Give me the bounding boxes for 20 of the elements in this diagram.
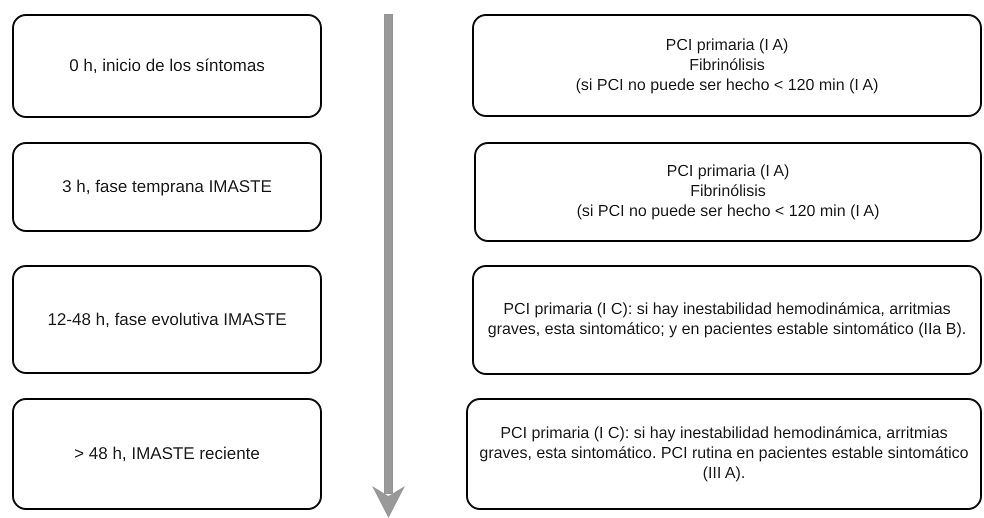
stage-box <box>12 142 322 232</box>
box-text: PCI primaria (I C): si hay inestabilidad hemodinámica, arritmias graves, esta sintomático. PCI rutina en pacientes estable sintomático (III A). <box>478 424 970 484</box>
box-text: 0 h, inicio de los síntomas <box>69 55 265 77</box>
box-text: PCI primaria (I A) <box>666 36 788 56</box>
stage-box <box>12 398 322 510</box>
box-text: Fibrinólisis <box>690 182 766 202</box>
stage-box <box>12 14 322 118</box>
stage-box <box>12 265 322 374</box>
box-text: PCI primaria (I A) <box>666 162 790 182</box>
box-text: > 48 h, IMASTE reciente <box>74 443 260 465</box>
stage-box <box>474 142 982 242</box>
box-text: 3 h, fase temprana IMASTE <box>62 176 272 198</box>
stage-box <box>472 14 982 117</box>
box-text: Fibrinólisis <box>689 56 765 76</box>
box-text: (si PCI no puede ser hecho < 120 min (I A) <box>576 76 878 96</box>
stage-box <box>466 398 982 510</box>
box-text: (si PCI no puede ser hecho < 120 min (I A) <box>576 202 880 222</box>
box-text: PCI primaria (I C): si hay inestabilidad hemodinámica, arritmias graves, esta sintomático; y en pacientes estable sintomático (IIa B). <box>486 300 968 340</box>
stage-box <box>472 265 982 375</box>
box-text: 12-48 h, fase evolutiva IMASTE <box>47 308 287 330</box>
